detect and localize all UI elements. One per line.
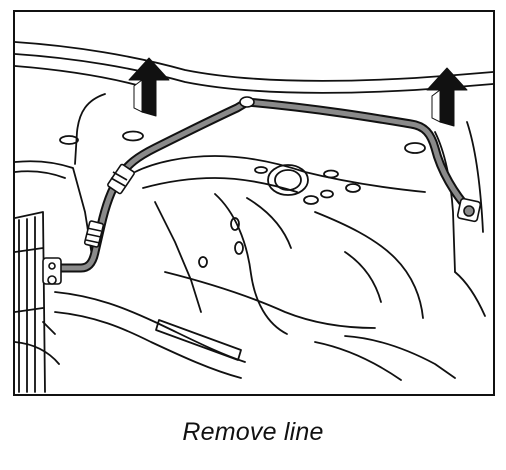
engine-bay-outline [15,41,493,393]
engine-bay-illustration [15,41,493,393]
arrow-up-icon [426,67,468,127]
arrow-up-icon [128,57,170,117]
line-fittings [42,96,482,285]
figure-caption: Remove line [182,418,324,446]
refrigerant-line [48,97,474,273]
diagram-figure [13,10,495,396]
